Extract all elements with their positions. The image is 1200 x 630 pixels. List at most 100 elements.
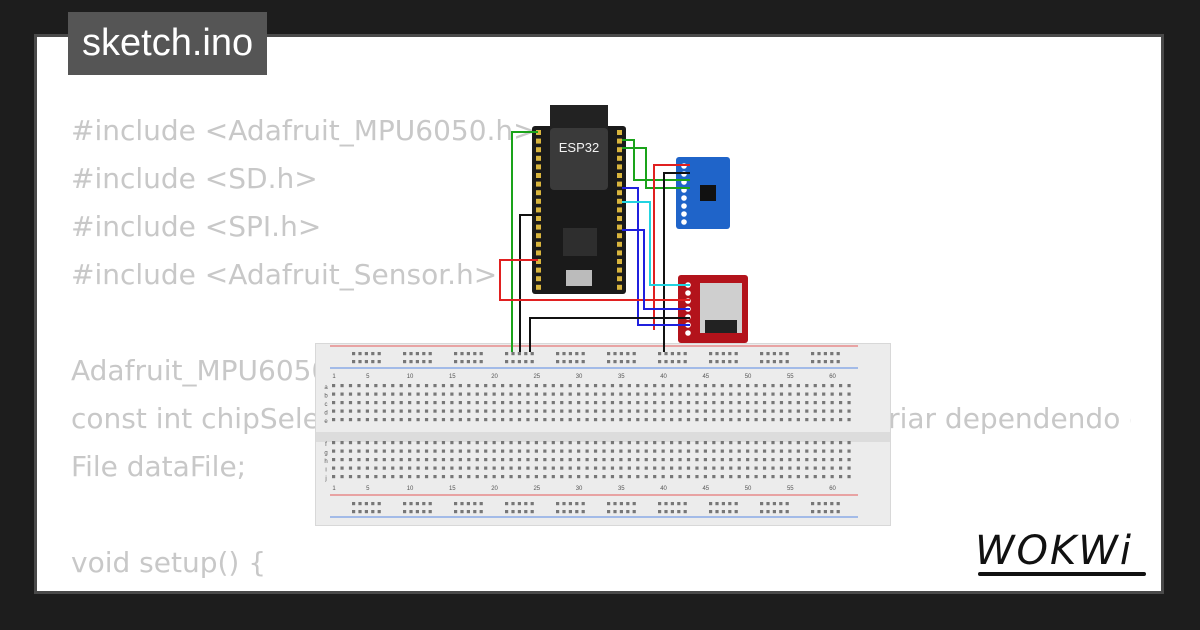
terminal-hole [399, 458, 403, 462]
terminal-hole [771, 449, 775, 453]
terminal-hole [670, 392, 674, 396]
esp32-board[interactable]: ESP32 [532, 105, 626, 294]
terminal-hole [796, 449, 800, 453]
mpu6050-module[interactable] [676, 157, 730, 229]
terminal-hole [450, 401, 454, 405]
terminal-hole [670, 441, 674, 445]
terminal-hole [348, 409, 353, 413]
terminal-hole [762, 449, 767, 453]
terminal-hole [577, 466, 581, 470]
wire [519, 214, 538, 352]
terminal-hole [678, 418, 682, 422]
terminal-hole [754, 392, 758, 396]
rail-hole [403, 510, 407, 514]
terminal-hole [610, 449, 615, 453]
terminal-hole [729, 441, 733, 445]
terminal-hole [737, 401, 741, 405]
rail-hole [479, 360, 483, 364]
rail-hole [409, 510, 413, 514]
terminal-hole [332, 384, 336, 388]
terminal-hole [365, 392, 369, 396]
terminal-hole [729, 449, 733, 453]
terminal-hole [695, 458, 699, 462]
terminal-hole [357, 441, 361, 445]
terminal-hole [712, 418, 716, 422]
file-tab[interactable]: sketch.ino [68, 12, 268, 75]
terminal-hole [374, 441, 378, 445]
terminal-hole [458, 384, 462, 388]
terminal-hole [805, 409, 809, 413]
rail-hole [836, 360, 840, 364]
terminal-hole [619, 418, 623, 422]
terminal-hole [847, 441, 851, 445]
terminal-hole [593, 475, 598, 479]
terminal-hole [686, 384, 691, 388]
rail-hole [670, 352, 674, 356]
terminal-hole [839, 418, 843, 422]
terminal-hole [484, 458, 488, 462]
rail-hole [403, 352, 407, 356]
terminal-hole [627, 392, 631, 396]
rail-hole [460, 510, 464, 514]
terminal-hole [492, 409, 496, 413]
terminal-hole [644, 441, 648, 445]
terminal-hole [391, 449, 395, 453]
terminal-hole [534, 466, 538, 470]
terminal-hole [416, 418, 420, 422]
terminal-hole [644, 401, 648, 405]
terminal-hole [348, 392, 353, 396]
rail-hole [760, 352, 764, 356]
terminal-hole [408, 384, 412, 388]
terminal-hole [813, 466, 817, 470]
rail-hole [460, 502, 464, 506]
rail-hole [607, 510, 611, 514]
rail-hole [772, 352, 776, 356]
terminal-hole [720, 475, 724, 479]
terminal-hole [484, 475, 488, 479]
rail-hole [607, 502, 611, 506]
terminal-hole [492, 392, 496, 396]
terminal-hole [501, 441, 505, 445]
terminal-hole [678, 458, 682, 462]
terminal-hole [424, 466, 429, 470]
terminal-hole [348, 475, 353, 479]
terminal-hole [534, 441, 538, 445]
terminal-hole [779, 384, 784, 388]
terminal-hole [839, 449, 843, 453]
rail-hole [415, 510, 419, 514]
terminal-hole [517, 475, 522, 479]
terminal-hole [332, 401, 336, 405]
terminal-hole [695, 401, 699, 405]
terminal-hole [602, 441, 606, 445]
code-line: #include <SPI.h> [71, 210, 322, 243]
terminal-hole [746, 441, 750, 445]
rail-hole [568, 510, 572, 514]
rail-hole [473, 502, 477, 506]
terminal-hole [619, 475, 623, 479]
terminal-hole [365, 475, 369, 479]
terminal-hole [644, 392, 648, 396]
terminal-hole [779, 458, 784, 462]
terminal-hole [458, 409, 462, 413]
wire [653, 164, 690, 330]
terminal-hole [627, 418, 631, 422]
terminal-hole [526, 458, 530, 462]
terminal-hole [416, 384, 420, 388]
column-label: 15 [449, 374, 456, 380]
rail-hole [626, 502, 630, 506]
terminal-hole [796, 441, 800, 445]
terminal-hole [653, 418, 657, 422]
terminal-hole [408, 409, 412, 413]
column-label: 60 [829, 486, 836, 492]
rail-hole [823, 352, 827, 356]
terminal-hole [754, 384, 758, 388]
terminal-hole [771, 384, 775, 388]
terminal-hole [374, 392, 378, 396]
rail-hole [658, 352, 662, 356]
terminal-hole [332, 466, 336, 470]
column-label: 35 [618, 374, 625, 380]
terminal-hole [593, 458, 598, 462]
rail-hole [562, 510, 566, 514]
terminal-hole [458, 418, 462, 422]
